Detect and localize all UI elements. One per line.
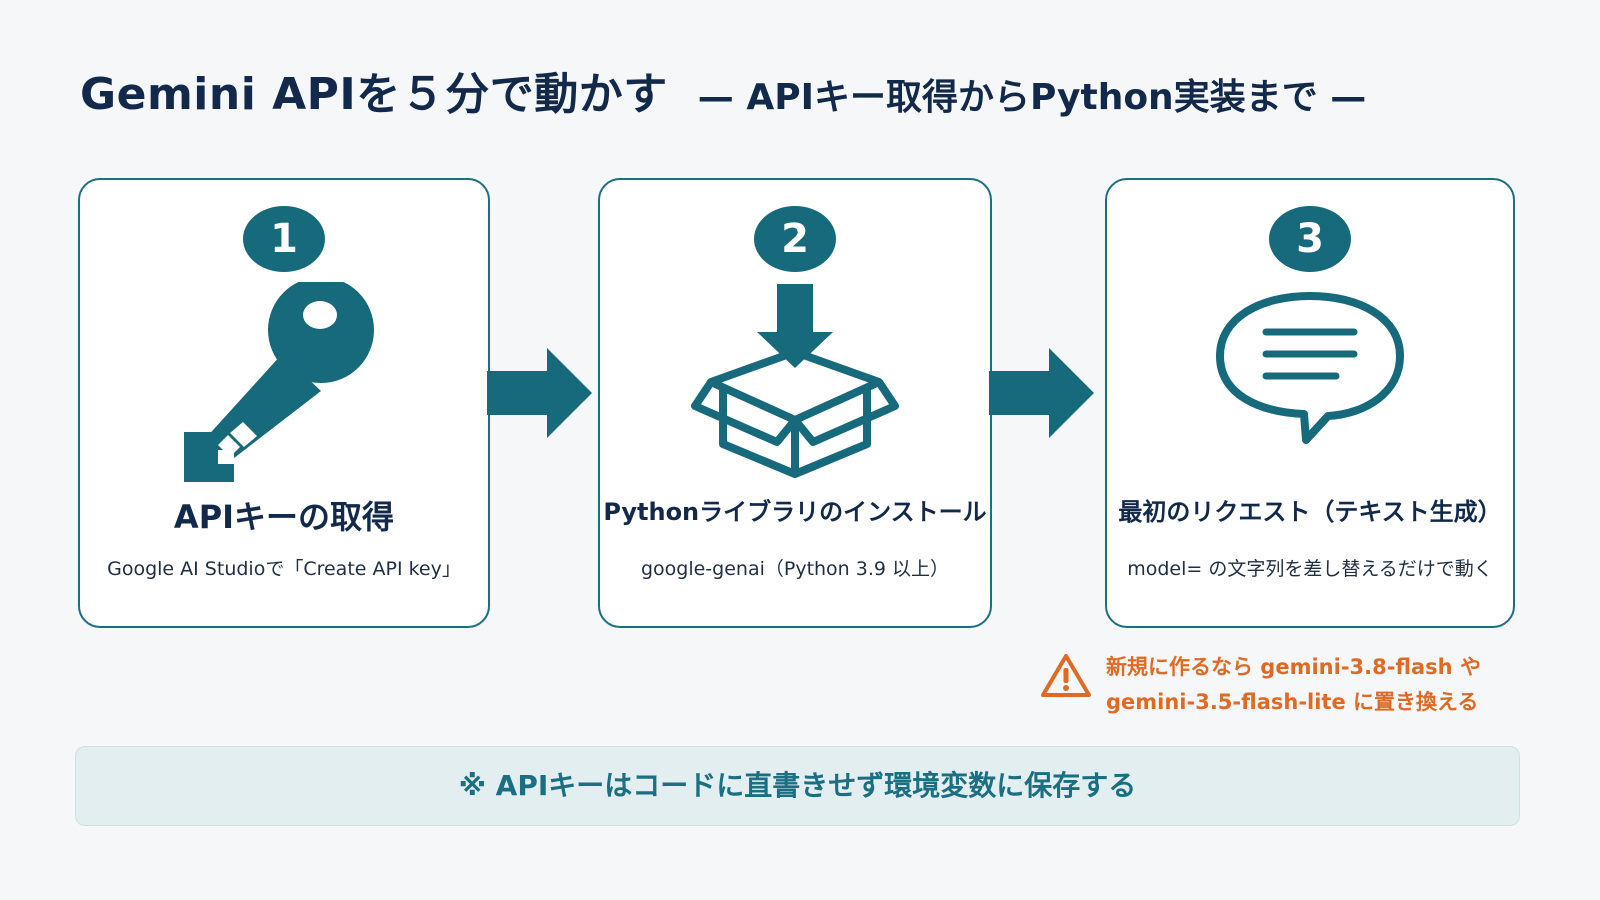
step-card-api-key: 1 APIキーの取得 Google AI Studioで「Create API … xyxy=(78,178,490,628)
chat-bubble-icon xyxy=(1216,292,1404,444)
env-var-notice-banner: ※ APIキーはコードに直書きせず環境変数に保存する xyxy=(75,746,1520,826)
step-number-badge: 3 xyxy=(1269,206,1351,272)
step-card-install-library: 2 Pythonライブラリのインストール google-genai（Python… xyxy=(598,178,992,628)
key-icon xyxy=(184,282,374,482)
step-title: 最初のリクエスト（テキスト生成） xyxy=(1118,498,1502,526)
title-main: Gemini APIを５分で動かす xyxy=(80,69,668,120)
step-description: Google AI Studioで「Create API key」 xyxy=(107,558,461,580)
page-title: Gemini APIを５分で動かす — APIキー取得からPython実装まで … xyxy=(80,58,1540,122)
step-title: APIキーの取得 xyxy=(173,498,395,536)
step-description: model= の文字列を差し替えるだけで動く xyxy=(1127,558,1493,580)
warning-text-line-2: gemini-3.5-flash-lite に置き換える xyxy=(1106,690,1479,714)
flow-arrow-right-icon xyxy=(989,348,1094,438)
title-subtitle: — APIキー取得からPython実装まで — xyxy=(697,77,1367,118)
flow-arrow-right-icon xyxy=(487,348,592,438)
step-number-badge: 2 xyxy=(754,206,836,272)
warning-text-line-1: 新規に作るなら gemini-3.8-flash や xyxy=(1106,655,1481,679)
step-card-first-request: 3 最初のリクエスト（テキスト生成） model= の文字列を差し替えるだけで動… xyxy=(1105,178,1515,628)
package-download-icon xyxy=(691,284,899,478)
warning-triangle-icon xyxy=(1041,654,1091,697)
step-description: google-genai（Python 3.9 以上） xyxy=(640,558,950,580)
step-number-badge: 1 xyxy=(243,206,325,272)
model-warning-note: 新規に作るなら gemini-3.8-flash や gemini-3.5-fl… xyxy=(1040,648,1540,718)
step-title: Pythonライブラリのインストール xyxy=(603,498,987,526)
